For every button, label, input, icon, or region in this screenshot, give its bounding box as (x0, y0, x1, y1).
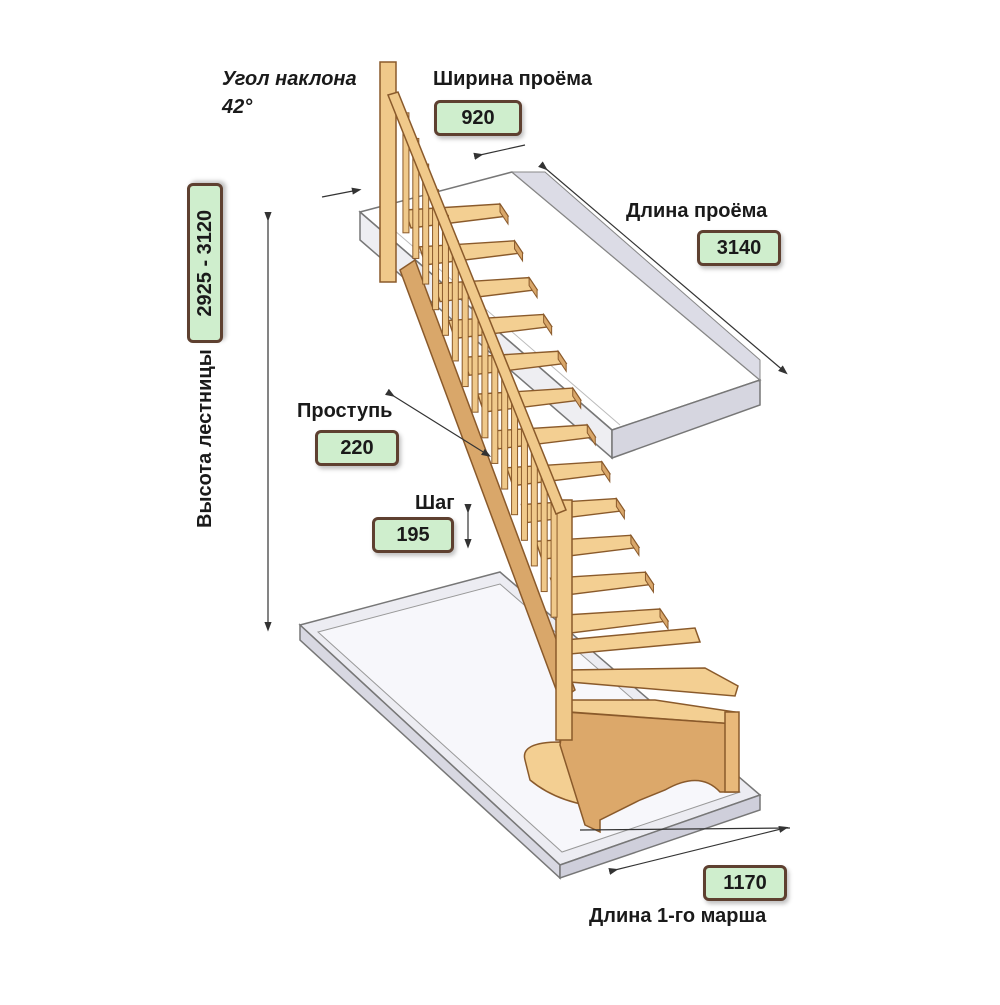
step-badge: 195 (372, 517, 454, 553)
tread-edge (499, 202, 509, 226)
stair-height-badge: 2925 - 3120 (187, 183, 223, 344)
opening-length-title: Длина проёма (626, 200, 768, 222)
dimension-lines (264, 144, 791, 875)
opening-length-badge: 3140 (697, 230, 781, 266)
tread-badge: 220 (315, 430, 399, 466)
tread (404, 203, 510, 229)
tread (433, 276, 539, 303)
stair-height-group: Высота лестницы 2925 - 3120 (187, 183, 223, 528)
tread-edge (615, 496, 625, 521)
angle-title: Угол наклона (222, 68, 357, 90)
tread-edge (601, 460, 611, 484)
angle-value: 42° (222, 96, 253, 118)
tread-title: Проступь (297, 400, 393, 422)
tread-edge (572, 386, 582, 410)
flight-length-title: Длина 1-го марша (589, 905, 767, 927)
left-stringer (399, 258, 576, 702)
handrail (386, 91, 567, 515)
tread-edge (586, 423, 596, 447)
tread-edge (644, 570, 654, 594)
balusters (402, 112, 558, 618)
tread-edge (557, 349, 567, 373)
baluster (550, 496, 558, 618)
opening-width-title: Ширина проёма (433, 68, 592, 90)
tread (564, 608, 670, 634)
tread-edge (514, 239, 524, 263)
newel-posts (379, 61, 573, 741)
tread-edge (630, 533, 640, 558)
tread-edge (528, 275, 538, 300)
tread-edge (543, 312, 553, 337)
tread-edge (659, 607, 669, 631)
opening-width-badge: 920 (434, 100, 522, 136)
stair-height-title: Высота лестницы (193, 349, 216, 528)
winder-treads (523, 627, 740, 834)
step-title: Шаг (415, 492, 455, 514)
flight-length-badge: 1170 (703, 865, 787, 901)
